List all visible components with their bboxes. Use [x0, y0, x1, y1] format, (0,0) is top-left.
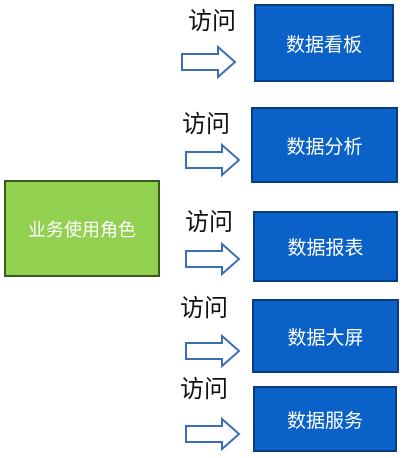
right-arrow-icon [181, 44, 237, 80]
edge-label-1: 访问 [188, 7, 236, 35]
target-box-2: 数据分析 [251, 107, 398, 183]
right-arrow-icon [185, 333, 241, 369]
target-label-2: 数据分析 [286, 135, 363, 158]
edge-label-5: 访问 [180, 375, 228, 403]
target-box-4: 数据大屏 [252, 299, 399, 373]
target-label-1: 数据看板 [285, 33, 362, 56]
target-label-5: 数据服务 [286, 409, 363, 432]
role-label: 业务使用角色 [28, 219, 136, 241]
edge-label-2: 访问 [182, 110, 230, 138]
target-label-3: 数据报表 [287, 237, 364, 259]
right-arrow-icon [185, 142, 241, 178]
edge-label-3: 访问 [185, 208, 233, 236]
target-label-4: 数据大屏 [287, 326, 364, 349]
target-box-5: 数据服务 [253, 386, 397, 452]
right-arrow-icon [185, 241, 241, 277]
target-box-1: 数据看板 [254, 4, 394, 82]
target-box-3: 数据报表 [253, 211, 398, 282]
right-arrow-icon [185, 416, 241, 452]
edge-label-4: 访问 [180, 294, 228, 322]
role-box: 业务使用角色 [4, 180, 160, 277]
